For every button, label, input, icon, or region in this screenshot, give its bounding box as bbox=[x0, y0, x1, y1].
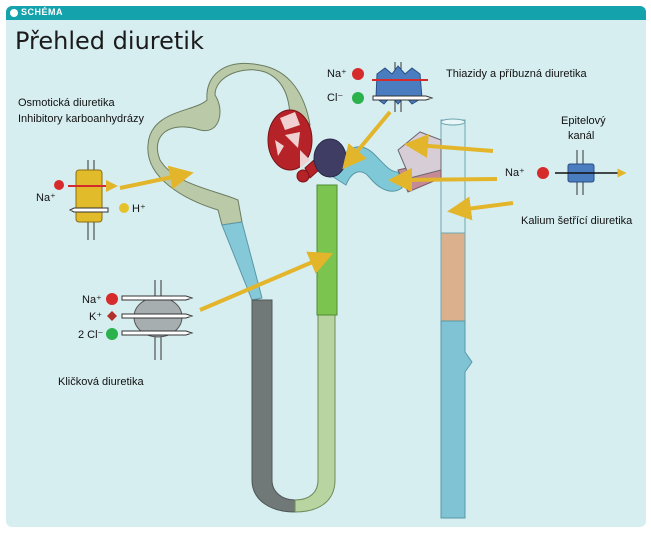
section-header: SCHÉMA bbox=[6, 6, 646, 20]
chloride-ion-icon bbox=[106, 328, 118, 340]
ion-sodium-label: Na⁺ bbox=[82, 294, 102, 306]
chloride-ion-icon bbox=[352, 92, 364, 104]
arrow-potassium-upper bbox=[404, 133, 494, 158]
label-epithelial-line2: kanál bbox=[568, 130, 595, 142]
thick-ascending-limb bbox=[316, 184, 338, 316]
ion-sodium-label: Na⁺ bbox=[327, 68, 347, 80]
label-carbonic: Inhibitory karboanhydrázy bbox=[18, 113, 144, 125]
ion-proton-label: H⁺ bbox=[132, 203, 146, 215]
connecting-tubule bbox=[397, 131, 442, 193]
macula-densa bbox=[313, 138, 347, 178]
ion-sodium-label: Na⁺ bbox=[505, 167, 525, 179]
label-loop: Kličková diuretika bbox=[58, 376, 144, 388]
thin-ascending-limb bbox=[294, 314, 336, 513]
sodium-ion-icon bbox=[537, 167, 549, 179]
descending-limb bbox=[221, 221, 263, 301]
label-potassium: Kalium šetřící diuretika bbox=[521, 215, 633, 227]
label-epithelial-line1: Epitelový bbox=[561, 115, 606, 127]
thin-descending-limb bbox=[251, 299, 296, 513]
arrow-osmotic bbox=[119, 165, 194, 190]
arrow-thiazide bbox=[342, 110, 392, 170]
epithelial-channel bbox=[537, 150, 627, 195]
sodium-ion-icon bbox=[54, 180, 64, 190]
loop-transporter bbox=[106, 280, 194, 360]
ion-potassium-label: K⁺ bbox=[89, 311, 103, 323]
arrow-loop bbox=[199, 251, 334, 312]
ion-sodium-label: Na⁺ bbox=[36, 192, 56, 204]
header-label: SCHÉMA bbox=[21, 7, 64, 17]
ion-chloride-label: Cl⁻ bbox=[327, 92, 344, 104]
arrow-potassium-lower bbox=[447, 196, 514, 221]
thiazide-transporter bbox=[352, 62, 434, 112]
label-thiazide: Thiazidy a příbuzná diuretika bbox=[446, 68, 587, 80]
sodium-ion-icon bbox=[352, 68, 364, 80]
label-osmotic: Osmotická diuretika bbox=[18, 97, 115, 109]
page-title: Přehled diuretik bbox=[15, 27, 204, 55]
header-dot-icon bbox=[10, 9, 18, 17]
potassium-ion-icon bbox=[107, 311, 117, 321]
arrow-potassium-middle bbox=[388, 167, 498, 192]
drug-target-arrows bbox=[119, 110, 514, 312]
carbonic-transporter bbox=[54, 160, 129, 240]
sodium-ion-icon bbox=[106, 293, 118, 305]
proton-ion-icon bbox=[119, 203, 129, 213]
ion-chloride-label: 2 Cl⁻ bbox=[78, 329, 104, 341]
